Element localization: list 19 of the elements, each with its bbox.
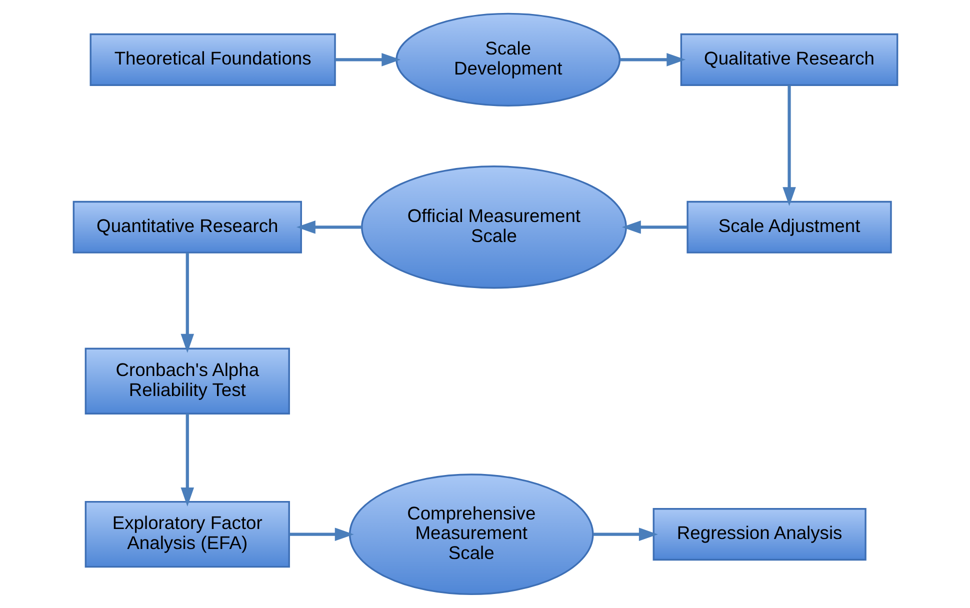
node-ellipse: Scale Development [395, 12, 620, 107]
arrow [334, 53, 400, 66]
arrow [593, 528, 658, 541]
arrow [180, 252, 194, 353]
node-ellipse: Comprehensive Measurement Scale [348, 474, 594, 596]
node-box: Scale Adjustment [686, 200, 892, 254]
node-box: Regression Analysis [652, 508, 866, 561]
node-ellipse: Official Measurement Scale [360, 166, 626, 289]
arrow [180, 414, 194, 507]
node-box: Quantitative Research [72, 200, 302, 254]
arrow [620, 53, 686, 66]
node-box: Exploratory Factor Analysis (EFA) [84, 500, 290, 568]
node-box: Qualitative Research [680, 33, 898, 86]
node-box: Cronbach's Alpha Reliability Test [84, 348, 290, 414]
arrow [782, 85, 796, 206]
node-box: Theoretical Foundations [89, 33, 336, 86]
arrow [296, 220, 362, 234]
arrow [288, 528, 354, 541]
arrow [621, 220, 686, 234]
